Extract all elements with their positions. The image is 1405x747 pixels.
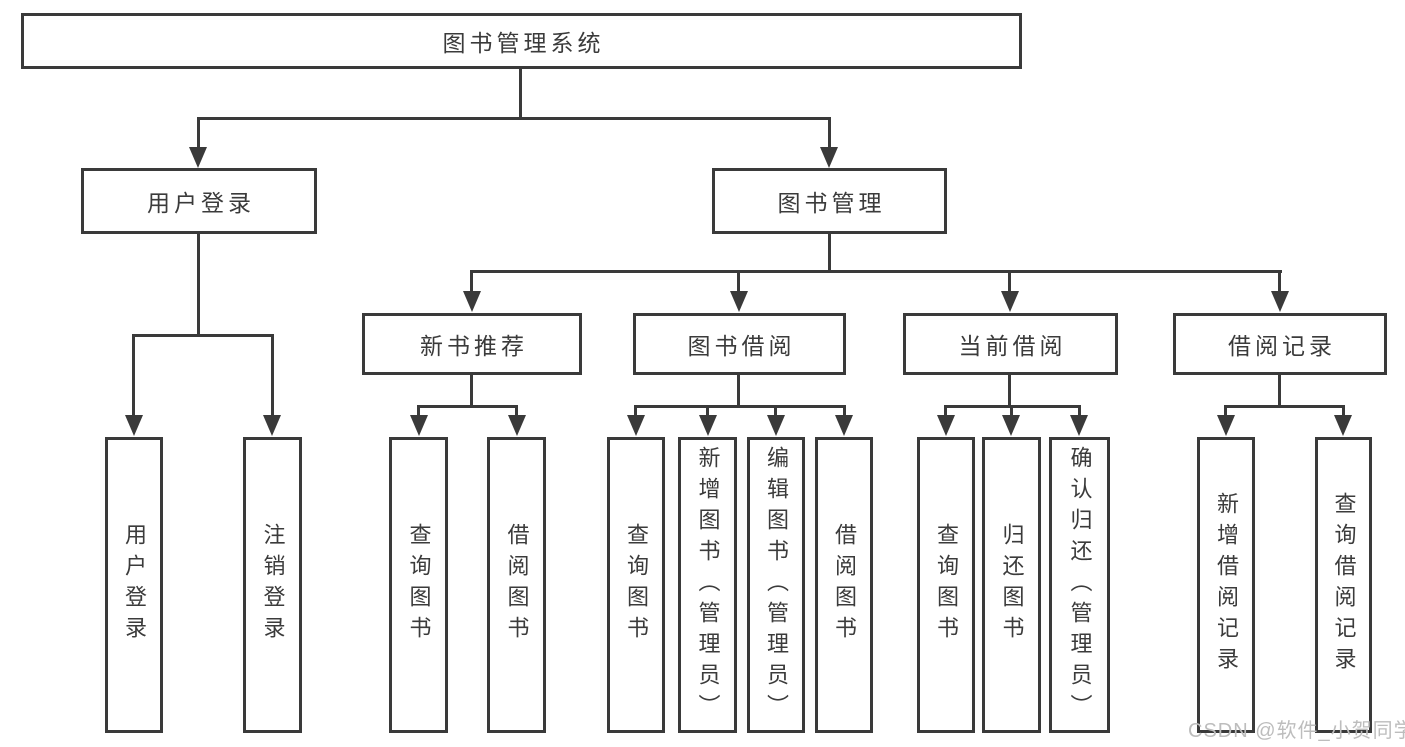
arrowhead-down-icon: [835, 415, 853, 436]
connector-line: [1224, 405, 1227, 418]
connector-line: [944, 405, 947, 418]
node-root: 图书管理系统: [21, 13, 1022, 69]
arrowhead-down-icon: [263, 415, 281, 436]
connector-line: [1224, 405, 1345, 408]
connector-line: [515, 405, 518, 418]
connector-line: [774, 405, 777, 418]
leaf-logout-label: 注销登录: [260, 523, 286, 647]
leaf-edit-book-admin: 编辑图书（管理员）: [747, 437, 805, 733]
node-borrow-records: 借阅记录: [1173, 313, 1387, 375]
node-book-borrow: 图书借阅: [633, 313, 846, 375]
arrowhead-down-icon: [1002, 415, 1020, 436]
leaf-return-book: 归还图书: [982, 437, 1041, 733]
node-new-book-recommend: 新书推荐: [362, 313, 582, 375]
node-current-borrow: 当前借阅: [903, 313, 1118, 375]
node-current-borrow-label: 当前借阅: [958, 333, 1067, 359]
leaf-return-book-label: 归还图书: [999, 523, 1025, 647]
connector-line: [470, 270, 1282, 273]
connector-line: [470, 270, 473, 294]
connector-line: [634, 405, 637, 418]
connector-line: [519, 69, 522, 119]
connector-line: [737, 375, 740, 407]
node-book-management-label: 图书管理: [777, 190, 886, 216]
connector-line: [132, 334, 135, 418]
leaf-query-books-borrow: 查询图书: [607, 437, 665, 733]
connector-line: [843, 405, 846, 418]
leaf-user-login: 用户登录: [105, 437, 163, 733]
leaf-query-borrow-record: 查询借阅记录: [1315, 437, 1372, 733]
arrowhead-down-icon: [508, 415, 526, 436]
node-book-management: 图书管理: [712, 168, 947, 234]
connector-line: [1010, 405, 1013, 418]
leaf-edit-book-admin-label: 编辑图书（管理员）: [764, 445, 789, 725]
node-book-borrow-label: 图书借阅: [687, 333, 796, 359]
node-user-login-label: 用户登录: [147, 190, 255, 216]
arrowhead-down-icon: [1001, 291, 1019, 312]
leaf-add-borrow-record-label: 新增借阅记录: [1214, 492, 1239, 678]
leaf-borrow-books-borrow-label: 借阅图书: [832, 523, 857, 647]
arrowhead-down-icon: [627, 415, 645, 436]
leaf-query-books-recommend-label: 查询图书: [406, 523, 432, 647]
leaf-query-books-current: 查询图书: [917, 437, 975, 733]
leaf-query-books-recommend: 查询图书: [389, 437, 448, 733]
leaf-query-books-borrow-label: 查询图书: [624, 523, 649, 647]
connector-line: [1342, 405, 1345, 418]
arrowhead-down-icon: [189, 147, 207, 168]
connector-line: [1008, 270, 1011, 294]
arrowhead-down-icon: [937, 415, 955, 436]
arrowhead-down-icon: [1070, 415, 1088, 436]
leaf-borrow-books-recommend-label: 借阅图书: [504, 523, 530, 647]
connector-line: [634, 405, 846, 408]
leaf-query-borrow-record-label: 查询借阅记录: [1331, 492, 1357, 678]
leaf-add-book-admin-label: 新增图书（管理员）: [695, 445, 721, 725]
connector-line: [706, 405, 709, 418]
arrowhead-down-icon: [820, 147, 838, 168]
arrowhead-down-icon: [463, 291, 481, 312]
arrowhead-down-icon: [1334, 415, 1352, 436]
arrowhead-down-icon: [125, 415, 143, 436]
node-new-book-recommend-label: 新书推荐: [420, 333, 528, 359]
connector-line: [197, 234, 200, 336]
arrowhead-down-icon: [410, 415, 428, 436]
leaf-logout: 注销登录: [243, 437, 302, 733]
leaf-query-books-current-label: 查询图书: [934, 523, 959, 647]
connector-line: [470, 375, 473, 407]
leaf-confirm-return-admin-label: 确认归还（管理员）: [1067, 445, 1093, 725]
connector-line: [828, 117, 831, 150]
arrowhead-down-icon: [767, 415, 785, 436]
connector-line: [417, 405, 420, 418]
connector-line: [197, 117, 831, 120]
connector-line: [828, 234, 831, 272]
arrowhead-down-icon: [1217, 415, 1235, 436]
leaf-borrow-books-borrow: 借阅图书: [815, 437, 873, 733]
connector-line: [1008, 375, 1011, 407]
connector-line: [271, 334, 274, 418]
csdn-watermark: CSDN @软件_小贺同学: [1188, 720, 1405, 742]
leaf-confirm-return-admin: 确认归还（管理员）: [1049, 437, 1110, 733]
connector-line: [737, 270, 740, 294]
connector-line: [132, 334, 274, 337]
leaf-user-login-label: 用户登录: [122, 523, 147, 647]
node-user-login: 用户登录: [81, 168, 317, 234]
arrowhead-down-icon: [730, 291, 748, 312]
arrowhead-down-icon: [1271, 291, 1289, 312]
leaf-add-borrow-record: 新增借阅记录: [1197, 437, 1255, 733]
connector-line: [1278, 375, 1281, 407]
connector-line: [1078, 405, 1081, 418]
node-borrow-records-label: 借阅记录: [1228, 333, 1336, 359]
connector-line: [1278, 270, 1281, 294]
node-root-label: 图书管理系统: [442, 30, 605, 56]
arrowhead-down-icon: [699, 415, 717, 436]
leaf-add-book-admin: 新增图书（管理员）: [678, 437, 737, 733]
leaf-borrow-books-recommend: 借阅图书: [487, 437, 546, 733]
connector-line: [417, 405, 518, 408]
connector-line: [197, 117, 200, 150]
